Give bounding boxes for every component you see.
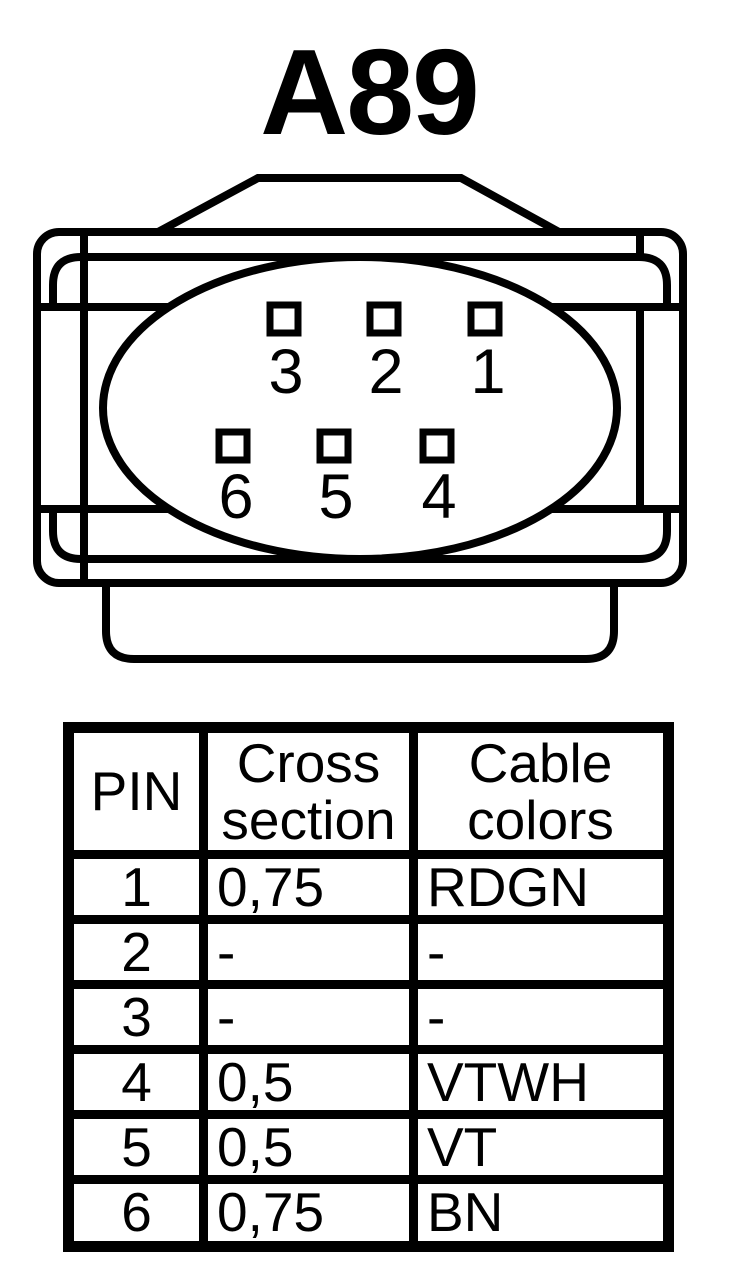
table-row-pin-3: 3 - -: [64, 980, 673, 1055]
pin-label-6: 6: [218, 462, 253, 532]
pin-assignment-table: PIN Cross section Cable colors 1 0,75 RD…: [63, 722, 674, 1252]
pin-cavity-4: [419, 428, 455, 464]
connector-keyway-trapezoid: [156, 174, 561, 236]
cable-color-cell: -: [409, 980, 673, 1055]
pin-cavity-2: [366, 301, 402, 337]
pin-label-1: 1: [470, 337, 505, 407]
cross-section-cell: 0,5: [199, 1045, 418, 1120]
connector-diagram: A89 3 2 1 6 5 4: [33, 24, 687, 663]
cross-section-cell: 0,75: [199, 849, 418, 925]
pin-number-cell: 3: [64, 980, 208, 1055]
cable-color-cell: VT: [409, 1110, 673, 1185]
pin-number-cell: 4: [64, 1045, 208, 1120]
pin-number-cell: 2: [64, 915, 208, 990]
cross-section-cell: -: [199, 915, 418, 990]
cable-color-cell: RDGN: [409, 849, 673, 925]
pin-number-cell: 6: [64, 1175, 208, 1251]
cable-color-cell: -: [409, 915, 673, 990]
cable-color-cell: VTWH: [409, 1045, 673, 1120]
pin-cavity-3: [266, 301, 302, 337]
table-row-pin-5: 5 0,5 VT: [64, 1110, 673, 1185]
header-cross-section: Cross section: [199, 723, 418, 859]
table-header-row: PIN Cross section Cable colors: [64, 723, 673, 859]
table-row-pin-1: 1 0,75 RDGN: [64, 849, 673, 925]
table-row-pin-2: 2 - -: [64, 915, 673, 990]
pin-cavity-6: [215, 428, 251, 464]
connector-designation-title: A89: [260, 24, 478, 160]
pin-cavity-1: [467, 301, 503, 337]
cable-color-cell: BN: [409, 1175, 673, 1251]
header-cross-line1: Cross: [236, 732, 381, 795]
header-cable-colors: Cable colors: [409, 723, 673, 859]
connector-seal-ellipse: [99, 253, 621, 563]
cross-section-cell: 0,75: [199, 1175, 418, 1251]
table-row-pin-6: 6 0,75 BN: [64, 1175, 673, 1251]
pin-label-5: 5: [318, 462, 353, 532]
pin-label-2: 2: [368, 337, 403, 407]
header-pin-label: PIN: [90, 760, 183, 823]
pin-label-3: 3: [268, 337, 303, 407]
pin-number-cell: 1: [64, 849, 208, 925]
cross-section-cell: -: [199, 980, 418, 1055]
connector-bottom-tab: [102, 583, 618, 663]
header-cable-line1: Cable: [468, 732, 613, 795]
cross-section-cell: 0,5: [199, 1110, 418, 1185]
pin-number-cell: 5: [64, 1110, 208, 1185]
header-cable-line2: colors: [467, 788, 614, 851]
header-pin: PIN: [64, 723, 208, 859]
table-row-pin-4: 4 0,5 VTWH: [64, 1045, 673, 1120]
header-cross-line2: section: [221, 788, 396, 851]
pin-cavity-5: [316, 428, 352, 464]
pin-label-4: 4: [421, 462, 456, 532]
